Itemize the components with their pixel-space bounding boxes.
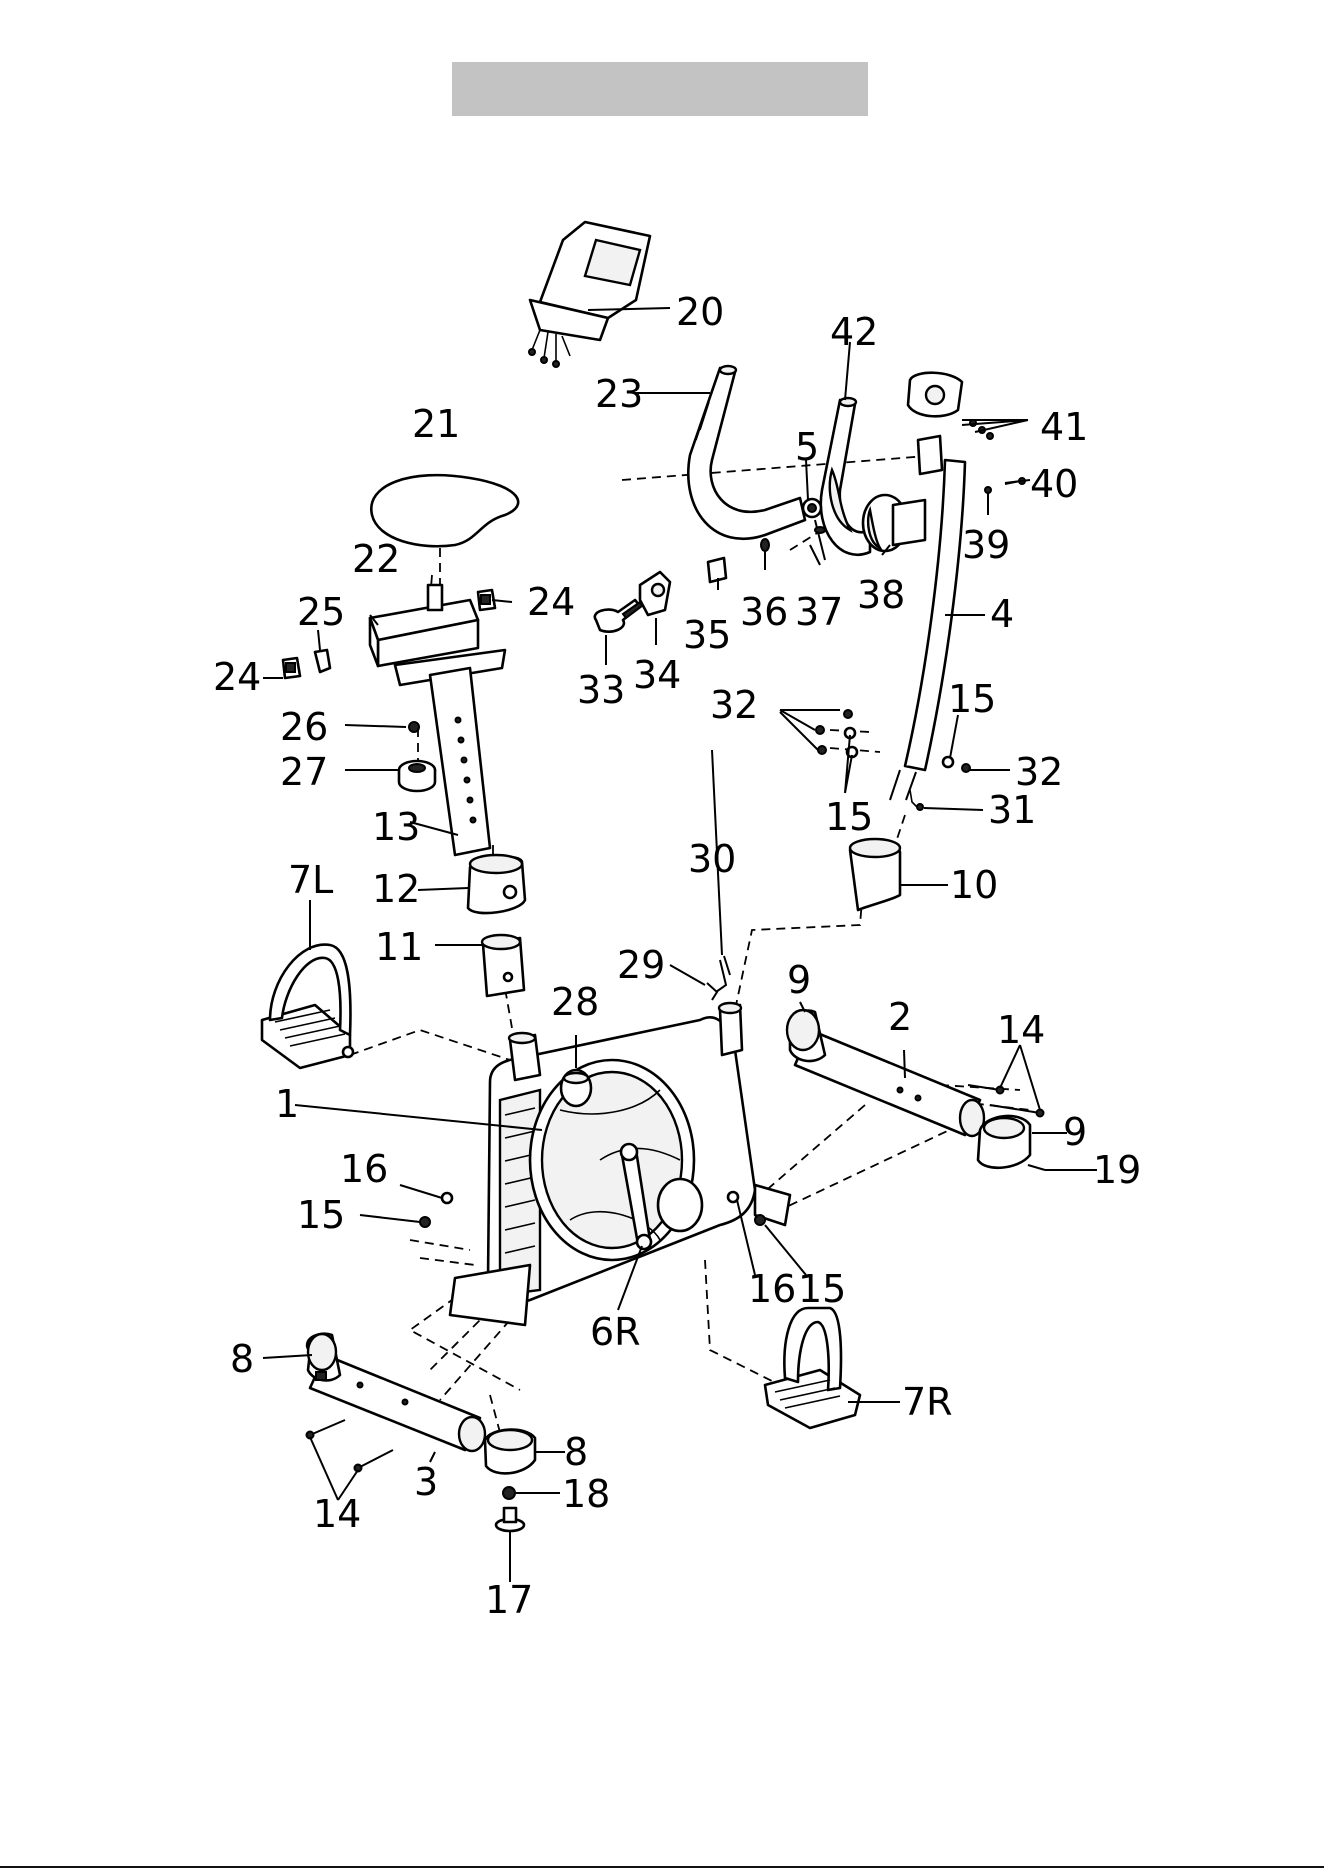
- cable-part-29: [707, 983, 717, 1000]
- label-25: 25: [297, 590, 345, 634]
- washer-part-15a: [943, 757, 953, 767]
- bolt-part-32b: [962, 764, 970, 772]
- label-28: 28: [551, 980, 599, 1024]
- washer-part-15c: [420, 1217, 430, 1227]
- label-12: 12: [372, 867, 420, 911]
- label-31: 31: [988, 788, 1036, 832]
- label-14a: 14: [313, 1492, 361, 1536]
- end-cap-part-9b: [978, 1116, 1030, 1168]
- washer-part-39: [985, 487, 991, 493]
- label-9b: 9: [1063, 1110, 1087, 1154]
- label-7l: 7L: [288, 858, 333, 902]
- label-2: 2: [888, 995, 912, 1039]
- washer-part-36: [761, 539, 769, 551]
- label-15a: 15: [948, 677, 996, 721]
- washer-part-18: [503, 1487, 515, 1499]
- label-10: 10: [950, 863, 998, 907]
- label-35: 35: [683, 613, 731, 657]
- label-37: 37: [795, 590, 843, 634]
- label-42: 42: [830, 310, 878, 354]
- seat-slider-part-22: [370, 585, 478, 666]
- label-36: 36: [740, 590, 788, 634]
- wire-part-31: [917, 804, 923, 810]
- label-40: 40: [1030, 462, 1078, 506]
- label-16a: 16: [340, 1147, 388, 1191]
- tension-knob-part-38: [863, 495, 925, 551]
- end-cap-part-8a: [307, 1334, 340, 1381]
- label-21: 21: [412, 402, 460, 446]
- label-13: 13: [372, 805, 420, 849]
- cable-part-30: [716, 956, 730, 992]
- nut-part-16a: [442, 1193, 452, 1203]
- label-29: 29: [617, 943, 665, 987]
- bottom-rule: [0, 1866, 1324, 1868]
- washer-part-26: [409, 722, 419, 732]
- label-27: 27: [280, 750, 328, 794]
- bracket-part-34: [640, 572, 670, 615]
- label-15d: 15: [798, 1267, 846, 1311]
- label-24b: 24: [213, 655, 261, 699]
- pedal-part-7l: [262, 945, 353, 1068]
- label-5: 5: [795, 425, 819, 469]
- label-30: 30: [688, 837, 736, 881]
- label-41: 41: [1040, 405, 1088, 449]
- label-3: 3: [414, 1460, 438, 1504]
- washer-part-15d: [755, 1215, 765, 1225]
- handlebar-part-23: [688, 366, 805, 539]
- label-15b: 15: [825, 795, 873, 839]
- pedal-part-7r: [765, 1308, 860, 1428]
- washers-part-15b: [845, 728, 857, 757]
- foot-part-17: [496, 1508, 524, 1531]
- label-14b: 14: [997, 1008, 1045, 1052]
- knob-part-27: [399, 761, 435, 791]
- end-cap-part-24b: [283, 658, 300, 678]
- tension-knob-part-28: [561, 1070, 591, 1106]
- label-4: 4: [990, 592, 1014, 636]
- cap-part-25: [315, 650, 330, 672]
- label-22: 22: [352, 537, 400, 581]
- pivot-part-5: [803, 499, 821, 517]
- label-1: 1: [275, 1082, 299, 1126]
- label-7r: 7R: [902, 1380, 953, 1424]
- main-frame-part-1: [450, 1003, 790, 1325]
- label-8a: 8: [230, 1337, 254, 1381]
- end-cap-part-9a: [787, 1010, 825, 1061]
- label-15c: 15: [297, 1193, 345, 1237]
- post-cover-part-10: [850, 839, 900, 910]
- label-19: 19: [1093, 1148, 1141, 1192]
- label-24a: 24: [527, 580, 575, 624]
- label-18: 18: [562, 1472, 610, 1516]
- label-11: 11: [375, 925, 423, 969]
- knob-part-33: [595, 600, 642, 632]
- label-34: 34: [633, 653, 681, 697]
- label-33: 33: [577, 668, 625, 712]
- label-16b: 16: [748, 1267, 796, 1311]
- part-labels: 20 42 23 21 41 5 40 39 22 38 24 25 36 37…: [213, 290, 1141, 1622]
- end-cap-part-8b: [485, 1430, 535, 1474]
- label-8b: 8: [564, 1430, 588, 1474]
- console-part-20: [529, 222, 650, 367]
- label-17: 17: [485, 1578, 533, 1622]
- sleeve-part-12: [468, 855, 525, 913]
- label-23: 23: [595, 372, 643, 416]
- label-39: 39: [962, 523, 1010, 567]
- label-20: 20: [676, 290, 724, 334]
- label-32a: 32: [710, 683, 758, 727]
- bushing-part-11: [482, 935, 524, 996]
- screw-part-19: [1028, 1165, 1045, 1170]
- label-38: 38: [857, 573, 905, 617]
- label-6r: 6R: [590, 1310, 641, 1354]
- label-26: 26: [280, 705, 328, 749]
- bolts-part-14a: [307, 1420, 394, 1472]
- label-9a: 9: [787, 958, 811, 1002]
